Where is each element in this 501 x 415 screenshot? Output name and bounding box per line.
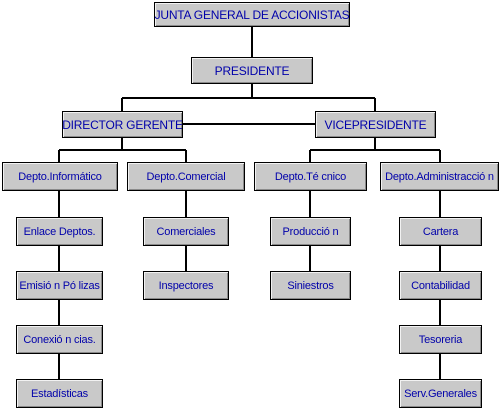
node-cartera: Cartera (399, 217, 482, 246)
node-conexion-cias: Conexió n cias. (16, 325, 103, 354)
node-comerciales: Comerciales (143, 217, 229, 246)
node-tesoreria: Tesoreria (399, 325, 482, 354)
node-emision-polizas: Emisió n Pó lizas (16, 271, 103, 300)
node-depto-tecnico: Depto.Té cnico (254, 162, 367, 191)
node-estadisticas: Estadísticas (16, 379, 103, 408)
node-depto-informatico: Depto.Informático (2, 162, 118, 191)
node-presidente: PRESIDENTE (191, 57, 313, 84)
node-vicepresidente: VICEPRESIDENTE (315, 111, 436, 138)
node-siniestros: Siniestros (270, 271, 351, 300)
node-director-gerente: DIRECTOR GERENTE (62, 111, 183, 138)
node-junta: JUNTA GENERAL DE ACCIONISTAS (154, 2, 350, 27)
node-enlace-deptos: Enlace Deptos. (16, 217, 103, 246)
node-contabilidad: Contabilidad (399, 271, 482, 300)
node-produccion: Producció n (270, 217, 351, 246)
node-inspectores: Inspectores (143, 271, 229, 300)
node-depto-administracion: Depto.Administracció n (380, 162, 499, 191)
node-serv-generales: Serv.Generales (399, 379, 482, 408)
node-depto-comercial: Depto.Comercial (127, 162, 245, 191)
